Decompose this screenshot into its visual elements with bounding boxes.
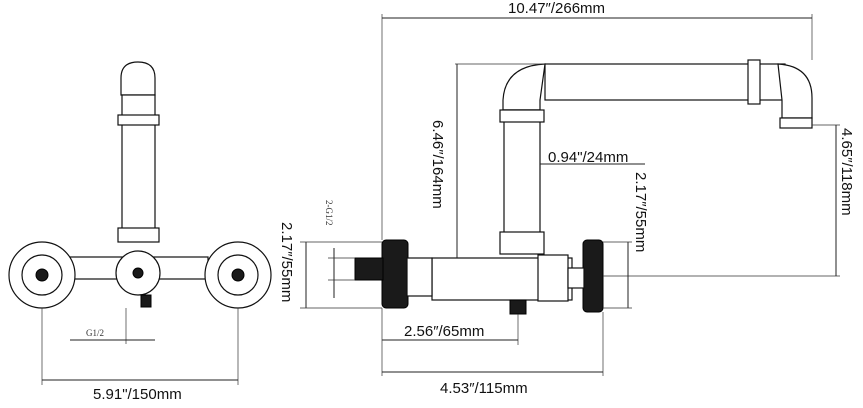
center-valve-hub xyxy=(132,267,144,279)
side-valve xyxy=(537,254,569,302)
front-collar-top xyxy=(117,114,160,126)
riser-pipe xyxy=(503,109,541,251)
front-collar-bottom xyxy=(117,227,160,243)
outlet-height-label: 4.65″/118mm xyxy=(838,128,855,216)
depth-inner-label: 2.56″/65mm xyxy=(404,323,484,340)
spout-elbow xyxy=(777,63,813,119)
overall-width-label: 10.47″/266mm xyxy=(508,0,605,17)
left-connector xyxy=(406,257,433,297)
riser-collar-bottom xyxy=(499,231,545,255)
thread-left-label: 2-G1/2 xyxy=(324,200,334,226)
front-view: G1/2 5.91"/150mm xyxy=(8,61,272,403)
right-handle-wheel-side xyxy=(582,239,604,313)
riser-collar-top xyxy=(499,109,545,123)
thread-bottom-label: G1/2 xyxy=(86,328,104,338)
side-height-left-label: 2.17″/55mm xyxy=(278,222,295,302)
spout-top xyxy=(120,61,156,96)
side-view: 10.47″/266mm 6.46″/164mm 0.94"/24mm 4.65… xyxy=(278,0,855,397)
left-inlet-thread xyxy=(354,257,384,281)
front-outlet-nut xyxy=(140,294,152,308)
spout-height-label: 6.46″/164mm xyxy=(429,120,446,209)
depth-total-label: 4.53″/115mm xyxy=(440,380,528,397)
spout-collar xyxy=(747,59,761,105)
left-wall-flange xyxy=(381,239,409,309)
riser-elbow xyxy=(502,63,546,111)
front-width-label: 5.91"/150mm xyxy=(93,386,182,403)
spout-outlet xyxy=(779,117,813,129)
side-outlet-nut xyxy=(509,299,527,315)
right-handle-hub xyxy=(231,268,245,282)
left-handle-hub xyxy=(35,268,49,282)
right-handle-stem xyxy=(567,267,585,289)
spout-diameter-label: 0.94"/24mm xyxy=(548,149,628,166)
side-height-right-label: 2.17″/55mm xyxy=(632,172,649,252)
spout-horizontal xyxy=(544,63,786,101)
